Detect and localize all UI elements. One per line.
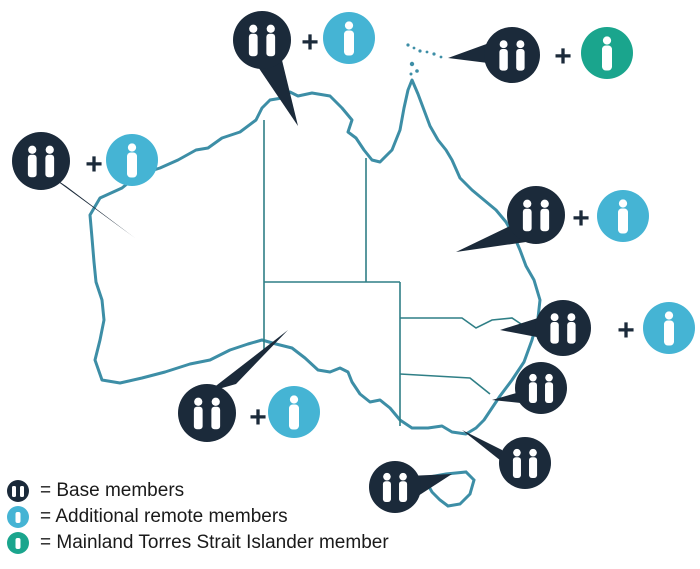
marker-central: + — [178, 330, 320, 442]
legend-item-base: = Base members — [6, 478, 389, 504]
plus-sign: + — [572, 202, 590, 235]
torres-strait-member-icon — [7, 532, 29, 554]
marker-torres-strait: + — [448, 27, 633, 83]
base-members-icon — [7, 480, 29, 502]
marker-victoria — [462, 430, 551, 489]
marker-new-south-wales — [492, 362, 567, 414]
plus-sign: + — [85, 148, 103, 181]
legend-item-torres: = Mainland Torres Strait Islander member — [6, 530, 389, 556]
marker-tasmania — [369, 461, 452, 513]
state-borders — [263, 120, 525, 426]
plus-sign: + — [249, 401, 267, 434]
plus-sign: + — [554, 40, 572, 73]
legend-item-remote: = Additional remote members — [6, 504, 389, 530]
torres-strait-islands — [406, 43, 443, 76]
marker-south-queensland: + — [500, 300, 695, 356]
marker-north-queensland: + — [456, 186, 649, 252]
legend-label: = Additional remote members — [40, 506, 288, 527]
plus-sign: + — [301, 26, 319, 59]
legend: = Base members = Additional remote membe… — [6, 478, 389, 556]
legend-label: = Base members — [40, 480, 185, 501]
remote-members-icon — [7, 506, 29, 528]
marker-top-end: + — [233, 11, 375, 126]
tasmania-outline — [421, 470, 476, 508]
legend-label: = Mainland Torres Strait Islander member — [40, 532, 389, 553]
plus-sign: + — [617, 314, 635, 347]
marker-kimberley: + — [12, 132, 158, 238]
